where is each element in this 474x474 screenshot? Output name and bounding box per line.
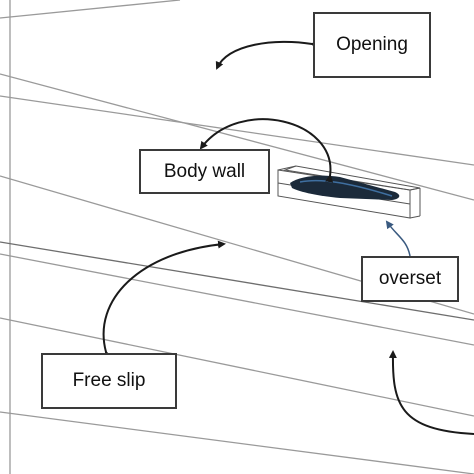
body-wall-label: Body wall [163,160,246,182]
domain-edge-upper-2 [0,95,474,166]
opening-arrow [215,40,319,70]
body-wall-arrow [199,118,334,183]
overset-arrow [385,220,411,257]
domain-edge-free-surface-2 [0,253,474,346]
annotation-arrows [102,40,474,435]
domain-edge-lower [0,317,474,417]
free-slip-arrow [102,240,226,359]
domain-edge-upper [0,73,474,201]
overset-label: overset [378,268,442,289]
opening-label: Opening [336,34,408,55]
opening-label-box: Opening [313,12,431,78]
body-wall-label-box: Body wall [139,149,270,194]
bottom-arrow [388,350,474,435]
overset-box-side-2 [409,215,421,219]
free-slip-label: Free slip [72,370,146,391]
hull-shape [290,175,400,200]
overset-label-box: overset [361,256,459,302]
domain-edge-top-front [0,0,181,19]
overset-box-side [409,187,421,191]
domain-edge-bottom [0,411,474,474]
domain-edge-free-surface [0,241,474,321]
ship-hull [290,175,400,200]
free-slip-label-box: Free slip [41,353,177,409]
